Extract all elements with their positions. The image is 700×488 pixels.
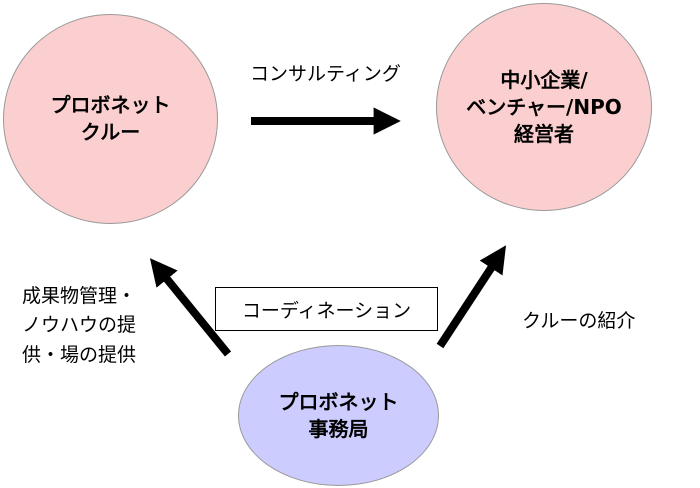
crew-intro-label: クルーの紹介: [522, 310, 636, 332]
probonet-office-node: プロボネット 事務局: [238, 345, 439, 486]
provision-arrow: [149, 258, 232, 357]
coordination-label: コーディネーション: [241, 299, 412, 322]
coordination-box: コーディネーション: [215, 287, 438, 331]
sme-venture-npo-executive-node: 中小企業/ ベンチャー/NPO 経営者: [436, 3, 652, 211]
probonet-crew-node: プロボネット クルー: [3, 14, 218, 224]
crew-intro-arrow: [436, 245, 507, 349]
office-node-label: プロボネット 事務局: [278, 389, 399, 441]
consulting-label: コンサルティング: [250, 63, 401, 85]
provision-label: 成果物管理・ ノウハウの提 供・場の提供: [22, 285, 137, 366]
ceo-node-label: 中小企業/ ベンチャー/NPO 経営者: [466, 67, 622, 146]
crew-node-label: プロボネット クルー: [50, 93, 171, 144]
